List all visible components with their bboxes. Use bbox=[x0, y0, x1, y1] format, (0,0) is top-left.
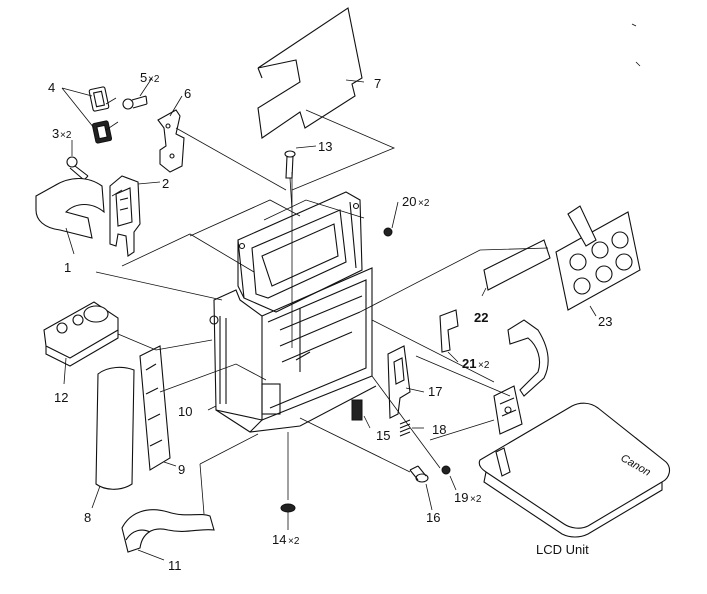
label-4: 4 bbox=[48, 80, 55, 95]
part-12-speaker bbox=[43, 301, 119, 367]
label-19-qty: ×2 bbox=[470, 494, 482, 505]
label-8: 8 bbox=[84, 510, 91, 525]
label-21-qty: ×2 bbox=[478, 360, 490, 371]
part-21-strip bbox=[439, 309, 459, 353]
label-18: 18 bbox=[432, 422, 446, 437]
label-3-qty: ×2 bbox=[60, 130, 72, 141]
part-5-screw bbox=[122, 95, 148, 110]
label-5: 5 bbox=[140, 70, 147, 85]
part-11-strap bbox=[121, 509, 215, 553]
leader-lines bbox=[61, 77, 597, 561]
lcd-unit: Canon bbox=[478, 319, 671, 538]
part-20-screw bbox=[383, 227, 393, 237]
label-5-qty: ×2 bbox=[148, 74, 160, 85]
label-21: 21 bbox=[462, 356, 476, 371]
label-20: 20 bbox=[402, 194, 416, 209]
label-6: 6 bbox=[184, 86, 191, 101]
part-6-bracket bbox=[157, 109, 185, 173]
label-10: 10 bbox=[178, 404, 192, 419]
label-1: 1 bbox=[64, 260, 71, 275]
edge-marks bbox=[631, 23, 641, 67]
guide-lines bbox=[95, 97, 549, 515]
part-22-plate bbox=[483, 239, 551, 291]
part-13-pin bbox=[284, 150, 296, 179]
label-14: 14 bbox=[272, 532, 286, 547]
part-23-panel bbox=[555, 205, 641, 311]
part-19-washer bbox=[441, 465, 451, 475]
part-7-sheet bbox=[257, 7, 363, 139]
label-20-qty: ×2 bbox=[418, 198, 430, 209]
part-2-connector bbox=[109, 175, 141, 257]
label-13: 13 bbox=[318, 139, 332, 154]
label-lcd-unit: LCD Unit bbox=[536, 542, 589, 557]
label-2: 2 bbox=[162, 176, 169, 191]
label-12: 12 bbox=[54, 390, 68, 405]
label-15: 15 bbox=[376, 428, 390, 443]
part-1-flex bbox=[35, 177, 105, 239]
label-19: 19 bbox=[454, 490, 468, 505]
label-14-qty: ×2 bbox=[288, 536, 300, 547]
part-17-bracket bbox=[387, 345, 411, 419]
part-4-pads bbox=[88, 86, 113, 144]
label-7: 7 bbox=[374, 76, 381, 91]
label-23: 23 bbox=[598, 314, 612, 329]
part-18-spring bbox=[399, 419, 411, 437]
part-3-screw bbox=[66, 156, 89, 181]
part-15-spring bbox=[351, 399, 363, 421]
part-9-panel bbox=[139, 345, 171, 471]
part-8-grip bbox=[95, 366, 135, 490]
label-17: 17 bbox=[428, 384, 442, 399]
label-9: 9 bbox=[178, 462, 185, 477]
part-16-screw bbox=[409, 465, 429, 483]
label-3: 3 bbox=[52, 126, 59, 141]
label-11: 11 bbox=[168, 558, 182, 573]
main-chassis bbox=[209, 191, 377, 433]
label-16: 16 bbox=[426, 510, 440, 525]
label-22: 22 bbox=[474, 310, 488, 325]
part-14-washer bbox=[280, 503, 296, 513]
part-labels: 4 5 ×2 6 3 ×2 7 13 2 20 ×2 1 22 23 21 ×2… bbox=[48, 70, 612, 573]
